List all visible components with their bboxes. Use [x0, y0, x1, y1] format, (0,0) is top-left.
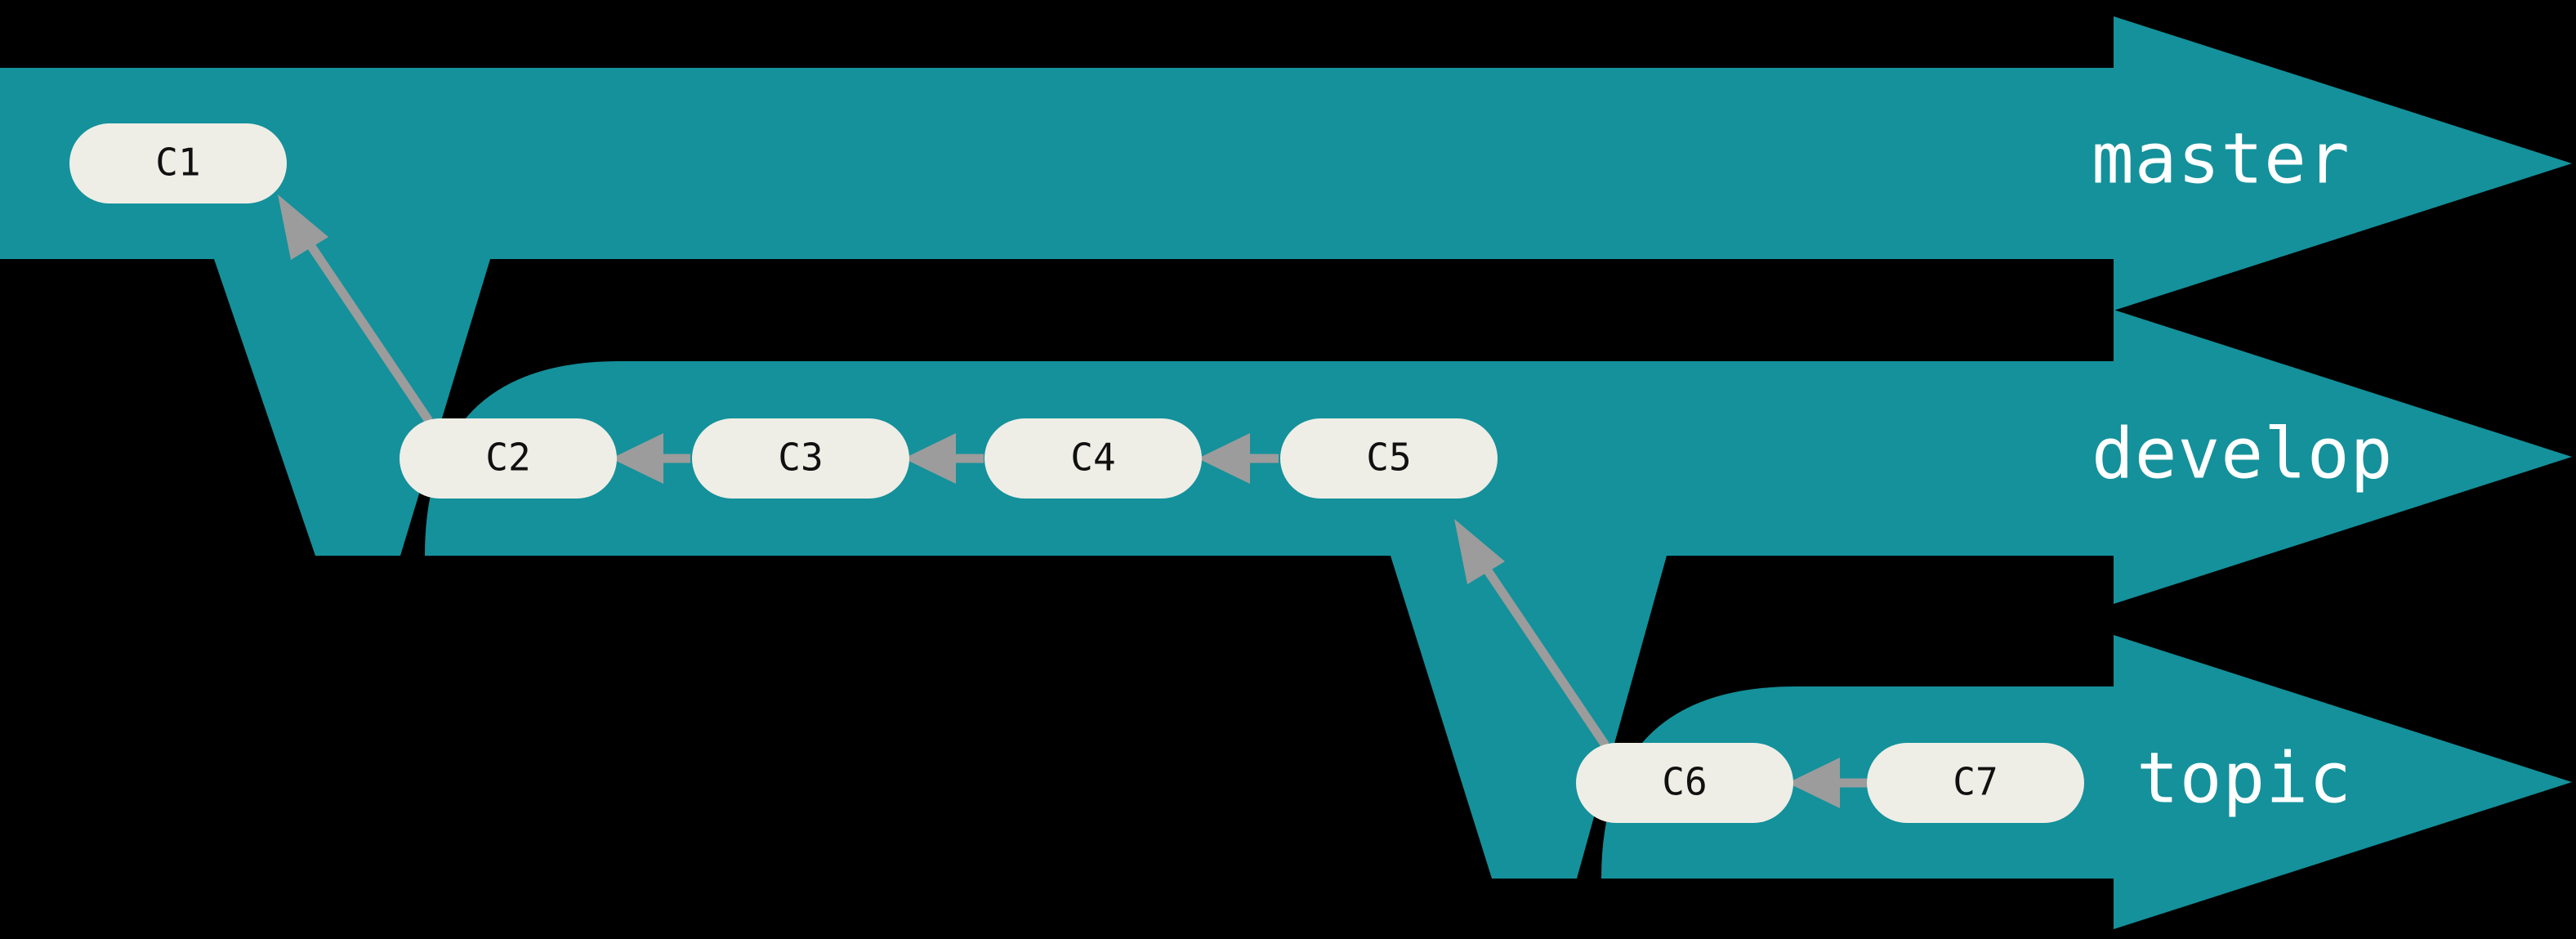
commit-node-c2-label: C2	[485, 436, 530, 480]
branch-labels-group: master develop topic	[2092, 118, 2393, 819]
topic-lane-ribbon	[1601, 635, 2572, 929]
edge-c4-to-c3	[904, 433, 984, 484]
master-lane-ribbon	[0, 16, 2572, 556]
commit-node-c5[interactable]: C5	[1280, 418, 1498, 499]
commit-node-c4[interactable]: C4	[984, 418, 1202, 499]
commit-node-c6[interactable]: C6	[1576, 743, 1793, 823]
commit-node-c6-shape[interactable]	[1576, 743, 1793, 823]
commit-node-c1-label: C1	[155, 141, 200, 185]
commit-edges-group	[278, 195, 1867, 808]
branch-label-develop: develop	[2092, 413, 2393, 494]
commit-node-c1[interactable]: C1	[69, 123, 287, 203]
edge-c5-to-c4	[1198, 433, 1279, 484]
commit-node-c7[interactable]: C7	[1867, 743, 2084, 823]
commit-node-c4-label: C4	[1070, 436, 1115, 480]
commit-node-c2[interactable]: C2	[400, 418, 617, 499]
commit-node-c4-shape[interactable]	[984, 418, 1202, 499]
commit-node-c1-shape[interactable]	[69, 123, 287, 203]
commit-node-c7-shape[interactable]	[1867, 743, 2084, 823]
branch-label-master: master	[2092, 118, 2351, 199]
commit-node-c6-label: C6	[1662, 760, 1707, 804]
commit-node-c3-shape[interactable]	[692, 418, 909, 499]
edge-c7-to-c6	[1788, 758, 1867, 808]
edge-c6-to-c5	[1454, 519, 1609, 749]
edge-c2-to-c1	[278, 195, 433, 424]
commit-node-c5-label: C5	[1366, 436, 1411, 480]
commit-node-c7-label: C7	[1953, 760, 1998, 804]
branch-label-topic: topic	[2136, 737, 2352, 819]
edge-c3-to-c2	[611, 433, 690, 484]
commit-node-c2-shape[interactable]	[400, 418, 617, 499]
commit-nodes-group: C1 C2 C3 C4 C5 C6	[69, 123, 2084, 823]
commit-node-c5-shape[interactable]	[1280, 418, 1498, 499]
commit-node-c3-label: C3	[778, 436, 823, 480]
commit-node-c3[interactable]: C3	[692, 418, 909, 499]
